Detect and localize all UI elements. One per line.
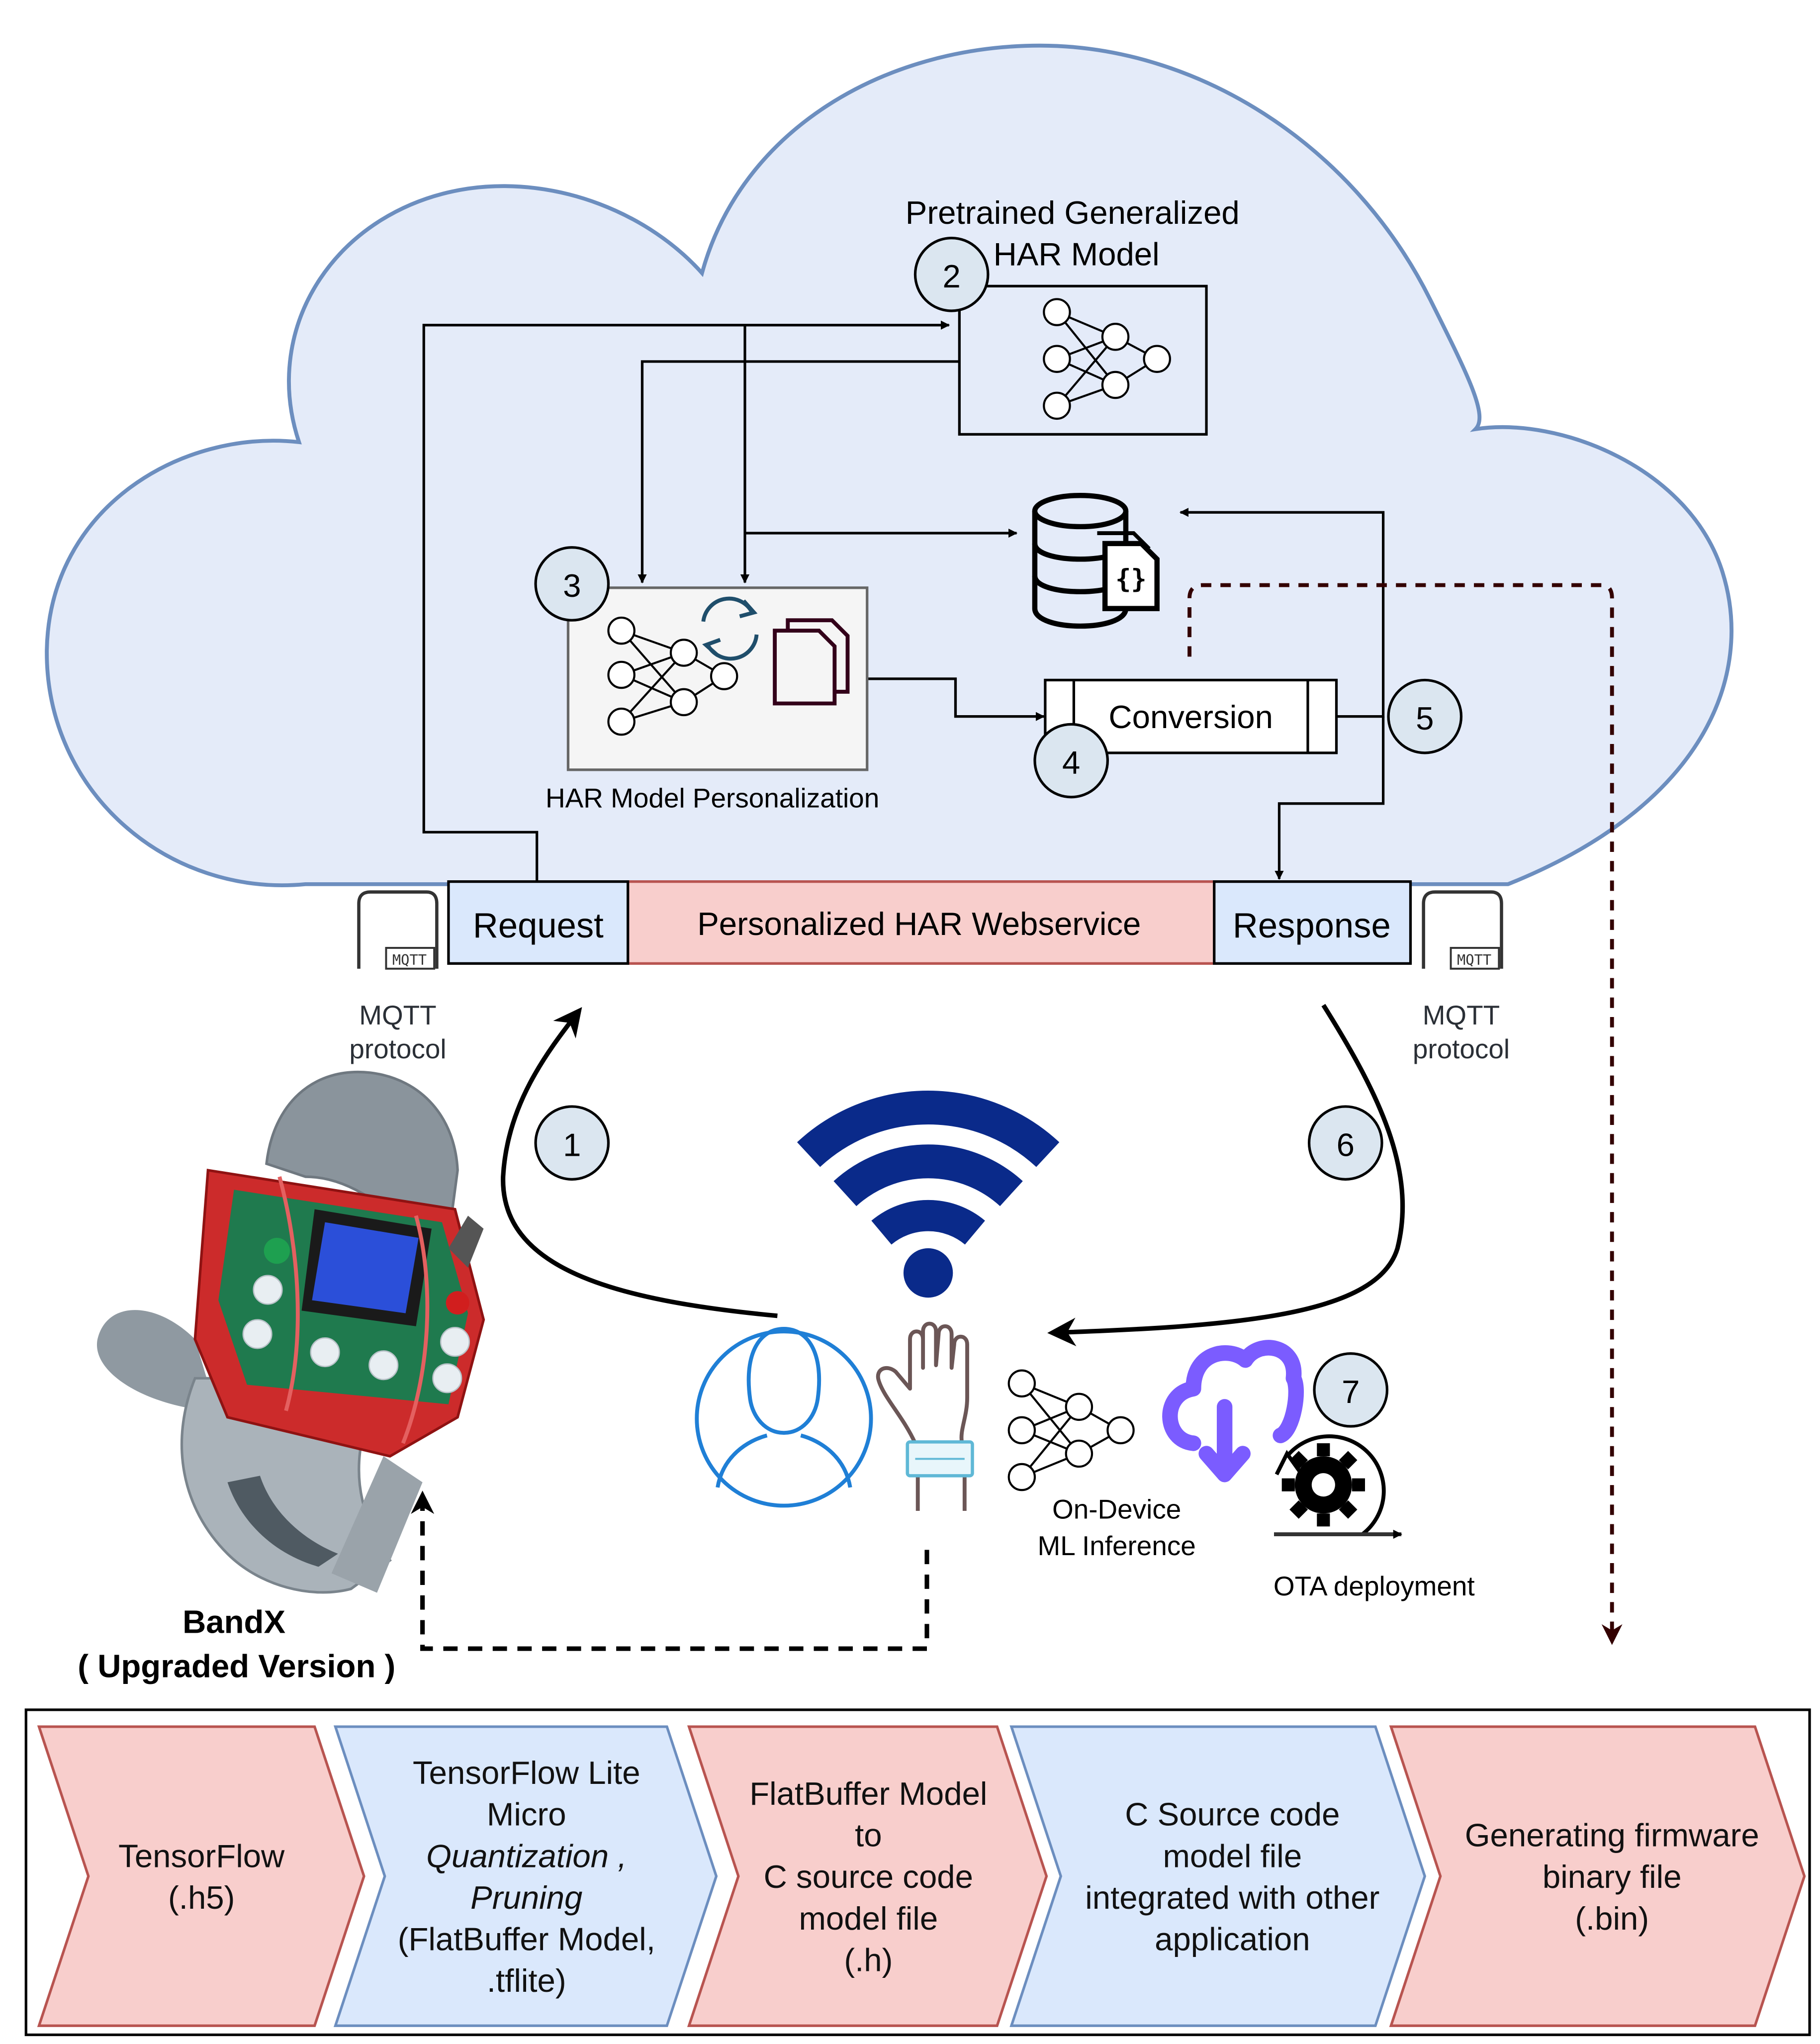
mqtt-left-line1: MQTT (359, 1000, 436, 1030)
pipeline-step-3 (687, 1725, 1048, 2027)
pipeline-step-4-text: application (1155, 1921, 1310, 1957)
pipeline-step-2-text: Micro (487, 1796, 566, 1833)
bandx-name: BandX (182, 1604, 285, 1640)
arrow-step-1 (501, 1007, 778, 1318)
pipeline-step-3-text: (.h) (844, 1942, 893, 1978)
svg-text:4: 4 (1062, 744, 1080, 781)
hand-band-icon (876, 1321, 969, 1511)
webservice-label: Personalized HAR Webservice (697, 906, 1141, 942)
svg-text:3: 3 (563, 567, 581, 604)
pipeline-step-5-text: binary file (1543, 1858, 1682, 1895)
mqtt-icon-right: MQTT (1422, 890, 1503, 970)
step-badge-2: 2 (913, 236, 990, 312)
pipeline-step-4-text: C Source code (1125, 1796, 1340, 1833)
pipeline-step-2-text: Quantization , (426, 1838, 627, 1874)
inference-net-icon (1007, 1369, 1135, 1491)
step-badge-3: 3 (534, 546, 610, 622)
pipeline-step-4-text: integrated with other (1085, 1879, 1379, 1916)
svg-text:1: 1 (563, 1126, 581, 1163)
pipeline-step-2-text: (FlatBuffer Model, (398, 1921, 655, 1957)
mqtt-icon-left: MQTT (357, 890, 439, 970)
personalization-label: HAR Model Personalization (546, 783, 879, 814)
step-badge-4: 4 (1033, 723, 1109, 799)
bandx-device-image (96, 1071, 485, 1594)
request-label: Request (473, 906, 604, 945)
pretrained-label-line2: HAR Model (994, 236, 1160, 272)
user-avatar-icon (695, 1327, 873, 1508)
connector-personalization-to-conversion (867, 677, 1045, 721)
firmware-dashed-connector (1187, 583, 1623, 1645)
dashed-arrow-to-band (411, 1490, 929, 1651)
bandx-version: ( Upgraded Version ) (78, 1648, 395, 1684)
step-badge-6: 6 (1307, 1105, 1383, 1181)
ota-label: OTA deployment (1274, 1571, 1475, 1601)
refresh-icon (701, 596, 759, 661)
conversion-label: Conversion (1108, 699, 1273, 735)
inference-label-line2: ML Inference (1038, 1530, 1196, 1561)
svg-text:7: 7 (1342, 1374, 1360, 1410)
step-badge-5: 5 (1387, 678, 1463, 754)
pipeline-step-2-text: Pruning (470, 1879, 582, 1916)
pipeline-step-5-text: Generating firmware (1465, 1817, 1759, 1853)
pipeline-step-3-text: model file (799, 1900, 938, 1937)
step-badge-7: 7 (1313, 1352, 1389, 1428)
arrow-step-6 (1047, 1004, 1405, 1347)
wifi-icon (797, 1091, 1060, 1298)
pipeline-steps: TensorFlow (.h5) TensorFlow LiteMicroQuant… (37, 1725, 1806, 2027)
pipeline-step-3-text: FlatBuffer Model (749, 1775, 987, 1812)
pipeline-step-5 (1389, 1725, 1806, 2027)
connector-pretrained-to-personalization (637, 360, 960, 584)
svg-text:6: 6 (1337, 1126, 1355, 1163)
svg-text:2: 2 (942, 258, 960, 294)
cloud-download-icon (1162, 1340, 1304, 1483)
response-label: Response (1233, 906, 1391, 945)
cloud-shape (45, 43, 1733, 887)
pipeline-step-2-text: .tflite) (487, 1962, 566, 1999)
connector-to-response (1274, 716, 1385, 880)
svg-text:MQTT: MQTT (392, 951, 427, 968)
pipeline-step-5-text: (.bin) (1575, 1900, 1649, 1937)
svg-text:MQTT: MQTT (1457, 951, 1491, 968)
pipeline-step-1-text: TensorFlow (118, 1838, 285, 1874)
pretrained-label-line1: Pretrained Generalized (906, 194, 1240, 231)
response-box (1213, 880, 1412, 965)
json-brace-glyph: {} (1115, 564, 1147, 594)
pipeline-step-3-text: to (855, 1817, 882, 1853)
pipeline-step-1-text: (.h5) (168, 1879, 235, 1916)
connector-request-to-pretrained (422, 320, 950, 882)
pipeline-step-1 (37, 1725, 365, 2027)
documents-icon (773, 618, 850, 706)
pipeline-step-3-text: C source code (764, 1858, 973, 1895)
svg-text:5: 5 (1416, 700, 1434, 737)
step-badge-1: 1 (534, 1105, 610, 1181)
database-icon (1032, 492, 1160, 629)
pipeline-step-2-text: TensorFlow Lite (413, 1755, 640, 1791)
pipeline-step-4 (1009, 1725, 1427, 2027)
inference-label-line1: On-Device (1052, 1494, 1181, 1525)
mqtt-left-line2: protocol (349, 1033, 446, 1064)
request-box (447, 880, 630, 965)
gear-icon (1274, 1434, 1386, 1536)
pipeline-step-2 (333, 1725, 718, 2027)
mqtt-right-line1: MQTT (1423, 1000, 1500, 1030)
neural-net-icon (1043, 298, 1171, 420)
personalization-net-icon (607, 616, 738, 736)
connector-conversion-to-database (1179, 508, 1385, 718)
pipeline-step-4-text: model file (1163, 1838, 1302, 1874)
mqtt-right-line2: protocol (1413, 1033, 1510, 1064)
